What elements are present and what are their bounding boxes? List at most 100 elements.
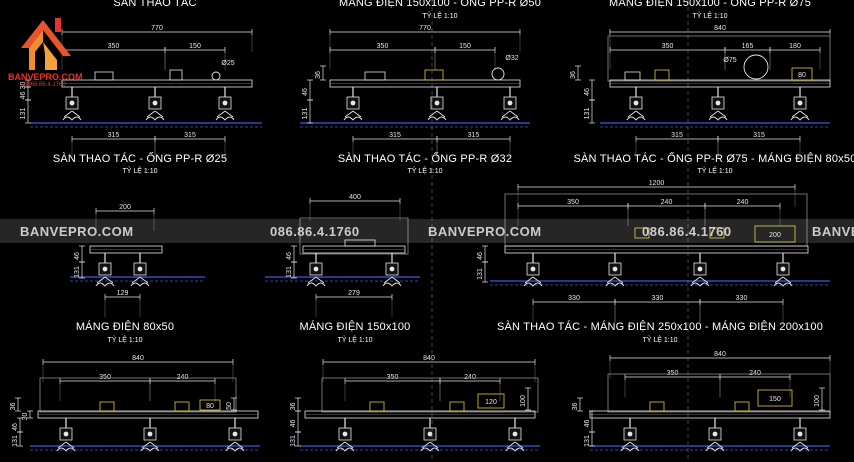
cable-tray-section [757, 389, 793, 407]
clamp-jaw [216, 110, 226, 118]
drawing-title: SÀN THAO TÁC [113, 0, 197, 9]
clamp-hook [145, 116, 165, 121]
drawing-scale: TỶ LỆ 1:10 [122, 168, 158, 175]
clamp-jaw [509, 110, 519, 118]
clamp-jaw [71, 110, 81, 118]
clamp-bolt [780, 266, 786, 272]
dimension-label: Ø25 [221, 60, 234, 67]
watermark-band [0, 219, 854, 243]
clamp-hook [343, 116, 363, 121]
frame-outline [607, 373, 831, 413]
dimension-label: 350 [108, 43, 120, 50]
dimension-label: 46 [290, 420, 297, 428]
cable-tray-section [791, 67, 813, 81]
dimension-label: 129 [117, 290, 129, 297]
dimension-label: 131 [20, 108, 27, 120]
clamp-hook [505, 447, 525, 452]
frame-outline [39, 377, 237, 413]
dimension-label: 36 [570, 71, 577, 79]
dimension-label: 100 [520, 395, 527, 407]
drawing-title: MÁNG ĐIỆN 150x100 - ỐNG PP-R Ø75 [608, 0, 812, 9]
clamp-jaw [621, 441, 631, 449]
drawing-scale: TỶ LỆ 1:10 [642, 337, 678, 344]
clamp-jaw [627, 110, 637, 118]
dimension-label: 315 [108, 132, 120, 139]
drawing-scale: TỶ LỆ 1:10 [697, 168, 733, 175]
clamp-jaw [104, 276, 114, 284]
clamp-jaw [131, 276, 141, 284]
clamp-bolt [63, 431, 69, 437]
clamp-jaw [436, 110, 446, 118]
drawing-title: MÁNG ĐIỆN 150x100 [299, 321, 411, 333]
yellow-detail [709, 227, 725, 239]
dimension-label: 350 [662, 43, 674, 50]
clamp-hook [790, 447, 810, 452]
clamp-bolt [507, 100, 513, 106]
dimension-label: 150 [189, 43, 201, 50]
pipe-section [211, 71, 221, 81]
dimension-label: 131 [302, 108, 309, 120]
clamp-jaw [799, 441, 809, 449]
dimension-label: 330 [652, 295, 664, 302]
clamp-hook [382, 282, 402, 287]
clamp-jaw [139, 276, 149, 284]
clamp-jaw [699, 276, 709, 284]
dimension-label: 131 [584, 108, 591, 120]
dimension-label: 400 [349, 194, 361, 201]
clamp-jaw [344, 441, 354, 449]
clamp-hook [523, 282, 543, 287]
yellow-detail [99, 401, 115, 412]
dimension-label: 840 [714, 351, 726, 358]
clamp-hook [306, 282, 326, 287]
drawing-scale: TỶ LỆ 1:10 [337, 337, 373, 344]
clamp-hook [225, 447, 245, 452]
clamp-bolt [633, 100, 639, 106]
dimension-label: 315 [468, 132, 480, 139]
clamp-jaw [791, 110, 801, 118]
dimension-label: Ø75 [723, 57, 736, 64]
dimension-label: 200 [119, 204, 131, 211]
dimension-label: 1200 [649, 180, 665, 187]
dimension-label: 770 [151, 25, 163, 32]
dimension-label: 100 [814, 395, 821, 407]
clamp-hook [427, 116, 447, 121]
dimension-label: 46 [20, 92, 27, 100]
yellow-detail [424, 69, 444, 81]
clamp-hook [215, 116, 235, 121]
clamp-bolt [530, 266, 536, 272]
clamp-jaw [65, 441, 75, 449]
clamp-hook [620, 447, 640, 452]
clamp-bolt [715, 100, 721, 106]
clamp-jaw [635, 110, 645, 118]
clamp-bolt [712, 431, 718, 437]
frame-outline [321, 377, 539, 413]
clamp-jaw [774, 276, 784, 284]
dimension-label: 46 [74, 252, 81, 260]
clamp-jaw [57, 441, 67, 449]
dimension-label: Ø32 [505, 55, 518, 62]
drawing-title: SÀN THAO TÁC - ỐNG PP-R Ø75 - MÁNG ĐIỆN … [573, 153, 854, 165]
dimension-label: 36 [572, 403, 579, 411]
clamp-jaw [226, 441, 236, 449]
clamp-hook [62, 116, 82, 121]
tray-label: 120 [485, 399, 497, 406]
dimension-label: 350 [667, 370, 679, 377]
dimension-label: 240 [177, 374, 189, 381]
clamp-bolt [137, 266, 143, 272]
clamp-hook [773, 282, 793, 287]
clamp-jaw [506, 441, 516, 449]
bracket [169, 69, 183, 81]
drawing-title: SÀN THAO TÁC - ỐNG PP-R Ø25 [52, 153, 228, 165]
dimension-label: 30 [20, 82, 27, 90]
drawing-scale: TỶ LỆ 1:10 [422, 13, 458, 20]
logo-brand: BANVEPRO.COM [8, 72, 83, 82]
dimension-label: 840 [423, 355, 435, 362]
drawing-title: SÀN THAO TÁC - ỐNG PP-R Ø32 [337, 153, 513, 165]
cable-tray-section [477, 393, 505, 409]
dimension-label: 46 [302, 88, 309, 96]
dimension-label: 315 [671, 132, 683, 139]
clamp-bolt [342, 431, 348, 437]
dimension-label: 131 [12, 435, 19, 447]
clamp-jaw [149, 441, 159, 449]
